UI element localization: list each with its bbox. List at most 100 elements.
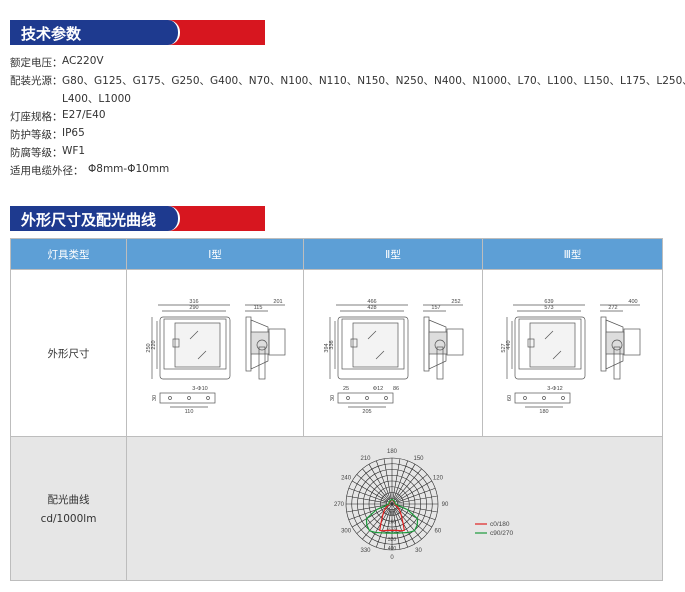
dimension-label: 60 (507, 394, 513, 400)
radial-label: 400 (388, 546, 397, 552)
dimension-label: 573 (544, 305, 553, 311)
dimension-label: Φ12 (373, 386, 384, 392)
spec-line: 适用电缆外径：Φ8mm-Φ10mm (10, 163, 169, 178)
spec-label: 防腐等级： (10, 147, 63, 159)
side-bracket (436, 346, 444, 379)
header-cell: 灯具类型 (10, 238, 127, 270)
spec-value: AC220V (62, 55, 104, 67)
side-bracket (258, 346, 266, 379)
grid-spoke (346, 504, 387, 513)
dimension-label: 466 (367, 299, 376, 305)
dimension-label: 157 (431, 305, 440, 311)
dimension-label: 394 (324, 343, 330, 352)
spec-label: 额定电压： (10, 57, 63, 69)
grid-spoke (383, 509, 392, 550)
header-cell: Ⅲ型 (482, 238, 663, 270)
grid-spoke (393, 460, 409, 499)
mount-hole (561, 395, 565, 400)
curve-unit: cd/1000lm (40, 513, 97, 525)
spec-line: 防护等级：IP65 (10, 127, 85, 142)
radial-label: 80 (389, 511, 395, 517)
mount-hole (542, 395, 546, 400)
dimension-label: 316 (189, 299, 198, 305)
curve-label: 配光曲线 (47, 494, 90, 506)
row-label: 外形尺寸 (10, 269, 127, 437)
grid-spoke (362, 468, 389, 500)
section-header-tech: 技术参数 (10, 20, 265, 45)
side-plate (423, 316, 430, 371)
dimension-label: 205 (362, 409, 371, 415)
grid-spoke (391, 480, 432, 505)
mount-hole (523, 395, 527, 400)
table-header-row: 灯具类型 Ⅰ型 Ⅱ型 Ⅲ型 (10, 238, 663, 270)
spec-label: 配装光源： (10, 75, 63, 87)
grid-spoke (375, 460, 391, 499)
dimension-label: 336 (329, 340, 335, 349)
angle-label: 330 (360, 548, 371, 554)
base-view (337, 392, 394, 403)
dimension-label: 440 (506, 340, 512, 349)
spec-line: 灯座规格：E27/E40 (10, 109, 106, 124)
dimension-label: 201 (273, 299, 282, 305)
front-frame (163, 318, 227, 369)
front-view (159, 316, 231, 379)
base-view (159, 392, 216, 403)
dimension-label: 180 (539, 409, 548, 415)
dimension-label: 272 (608, 305, 617, 311)
front-view (514, 316, 586, 379)
grid-spoke (396, 507, 428, 534)
dimension-label: 290 (189, 305, 198, 311)
mount-hole (384, 395, 388, 400)
radial-label: 0 (391, 502, 394, 508)
grid-spoke (368, 464, 393, 505)
dimension-label: 250 (146, 343, 152, 352)
spec-label: 防护等级： (10, 129, 63, 141)
dimension-label: 220 (151, 340, 157, 349)
glare (375, 350, 385, 359)
grid-spoke (393, 509, 409, 548)
mount-hole (168, 395, 172, 400)
spec-value: L400、L1000 (62, 93, 131, 105)
section-title: 外形尺寸及配光曲线 (21, 211, 157, 229)
angle-label: 0 (390, 555, 394, 561)
grid-spoke (396, 474, 428, 501)
glare (367, 330, 377, 339)
angle-label: 120 (433, 476, 444, 482)
dimension-label: 25 (343, 386, 349, 392)
front-frame (518, 318, 582, 369)
dimension-label: 115 (254, 305, 263, 311)
side-pivot (611, 339, 623, 350)
mount-hole (365, 395, 369, 400)
angle-label: 30 (415, 548, 422, 554)
grid-spoke (395, 508, 422, 540)
angle-label: 270 (334, 502, 345, 508)
angle-label: 210 (360, 456, 371, 462)
angle-label: 180 (387, 449, 398, 455)
base-view (514, 392, 571, 403)
angle-label: 150 (413, 456, 424, 462)
grid-spoke (362, 508, 389, 540)
lamp-holder (172, 338, 180, 347)
side-plate (600, 316, 607, 371)
grid-spoke (352, 480, 393, 505)
grid-spoke (397, 487, 436, 503)
fixture (329, 304, 464, 407)
dimension-label: 428 (367, 305, 376, 311)
light-distribution-chart: 1801501209060300330300270240210080160240… (334, 449, 514, 561)
mount-hole (206, 395, 210, 400)
dimension-label: 527 (501, 343, 507, 352)
spec-value: WF1 (62, 145, 86, 157)
grid-spoke (346, 495, 387, 504)
grid-spoke (392, 509, 401, 550)
glare (552, 350, 562, 359)
lamp-holder (527, 338, 535, 347)
grid-spoke (391, 464, 416, 505)
fixture (151, 304, 286, 407)
curve-c90-270 (365, 498, 419, 534)
dimension-label: 30 (330, 394, 336, 400)
angle-label: 240 (341, 476, 352, 482)
grid-spoke (383, 458, 392, 499)
dimension-label: 252 (451, 299, 460, 305)
